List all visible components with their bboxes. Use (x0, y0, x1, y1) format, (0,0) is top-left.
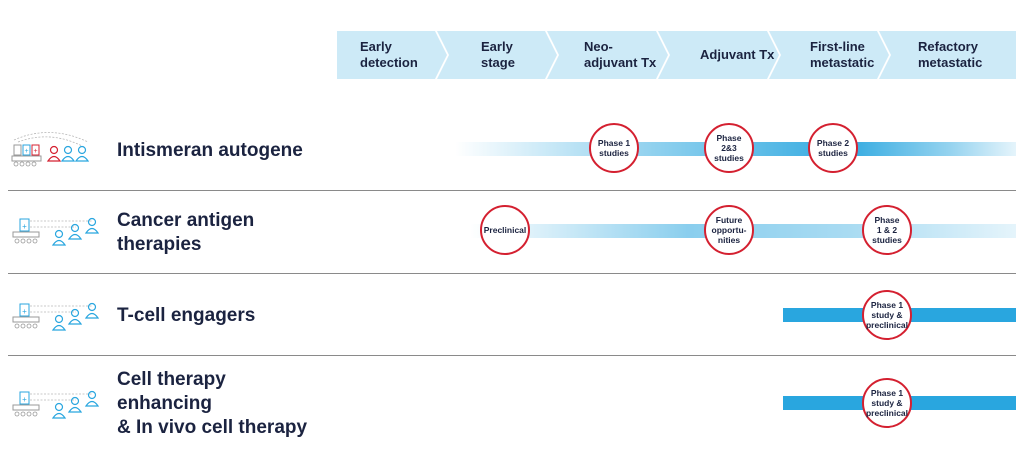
stage-label-line: metastatic (810, 55, 875, 70)
milestone-line: opportu- (711, 225, 747, 235)
milestone-circle: Phase 1 studies (589, 123, 639, 173)
row-title-line: enhancing (117, 393, 213, 414)
stage-label-line: adjuvant Tx (584, 55, 657, 70)
milestone-circle: Phase 1 study & preclinical (862, 378, 912, 428)
milestone-line: 2&3 (721, 143, 737, 153)
milestone-line: studies (818, 148, 848, 158)
milestone-circle: Phase 2&3 studies (704, 123, 754, 173)
milestone-line: Preclinical (483, 225, 527, 235)
stage-chevron (547, 31, 668, 79)
stage-label-line: stage (481, 55, 515, 70)
milestone-circle: Future opportu- nities (704, 205, 754, 255)
stage-chevron (658, 31, 779, 79)
stage-chevron (769, 31, 889, 79)
stage-label-line: First-line (810, 39, 865, 54)
stage-label-line: metastatic (918, 55, 983, 70)
milestone-line: 1 & 2 (876, 225, 898, 235)
row-title-cancer-antigen: Cancer antigen therapies (117, 209, 254, 257)
milestone-line: studies (872, 235, 902, 245)
vaccine-production-icon: + + (11, 132, 90, 167)
row-divider (8, 273, 1016, 274)
row-divider (8, 355, 1016, 356)
milestone-line: Future (715, 215, 743, 225)
stage-label-line: Refactory (918, 39, 978, 54)
row-title-line: Cell therapy (117, 369, 226, 390)
stage-chevron (879, 31, 1016, 79)
stage-label: Adjuvant Tx (700, 47, 774, 63)
row-title-line: & In vivo cell therapy (117, 417, 308, 438)
milestone-line: nities (717, 235, 741, 245)
milestone-line: preclinical (865, 408, 909, 418)
milestone-line: study & (871, 398, 903, 408)
svg-text:+: + (33, 148, 37, 155)
svg-text:+: + (22, 222, 27, 231)
stage-label-line: Early (481, 39, 513, 54)
milestone-circle: Preclinical (480, 205, 530, 255)
svg-text:+: + (24, 148, 28, 155)
milestone-line: preclinical (865, 320, 909, 330)
svg-text:+: + (22, 307, 27, 316)
milestone-line: studies (714, 153, 744, 163)
milestone-line: Phase 1 (870, 388, 904, 398)
vaccine-production-icon: + (12, 217, 100, 246)
milestone-line: Phase 1 (870, 300, 904, 310)
milestone-circle: Phase 1 study & preclinical (862, 290, 912, 340)
milestone-circle: Phase 2 studies (808, 123, 858, 173)
stage-chevron (437, 31, 557, 79)
milestone-line: Phase (874, 215, 900, 225)
row-title-cell-therapy: Cell therapy enhancing & In vivo cell th… (117, 368, 307, 440)
milestone-line: Phase (716, 133, 742, 143)
stage-label-line: Early (360, 39, 392, 54)
stage-label: Neo-adjuvant Tx (584, 39, 656, 71)
row-divider (8, 190, 1016, 191)
row-title-line: Cancer antigen (117, 210, 255, 231)
stage-chevron (337, 31, 447, 79)
stage-label-line: Adjuvant Tx (700, 47, 775, 62)
stage-chevrons (337, 31, 1016, 79)
svg-text:+: + (22, 395, 27, 404)
vaccine-production-icon: + (12, 390, 100, 419)
milestone-line: Phase 2 (816, 138, 850, 148)
row-title-line: Intismeran autogene (117, 140, 303, 161)
milestone-line: studies (599, 148, 629, 158)
vaccine-production-icon: + (12, 302, 100, 331)
row-title-intismeran: Intismeran autogene (117, 139, 303, 163)
row-title-line: T-cell engagers (117, 305, 256, 326)
stage-label-line: Neo- (584, 39, 613, 54)
milestone-line: study & (871, 310, 903, 320)
stage-label-line: detection (360, 55, 418, 70)
milestone-circle: Phase 1 & 2 studies (862, 205, 912, 255)
row-title-t-cell-engagers: T-cell engagers (117, 304, 255, 328)
milestone-line: Phase 1 (597, 138, 631, 148)
row-title-line: therapies (117, 234, 202, 255)
